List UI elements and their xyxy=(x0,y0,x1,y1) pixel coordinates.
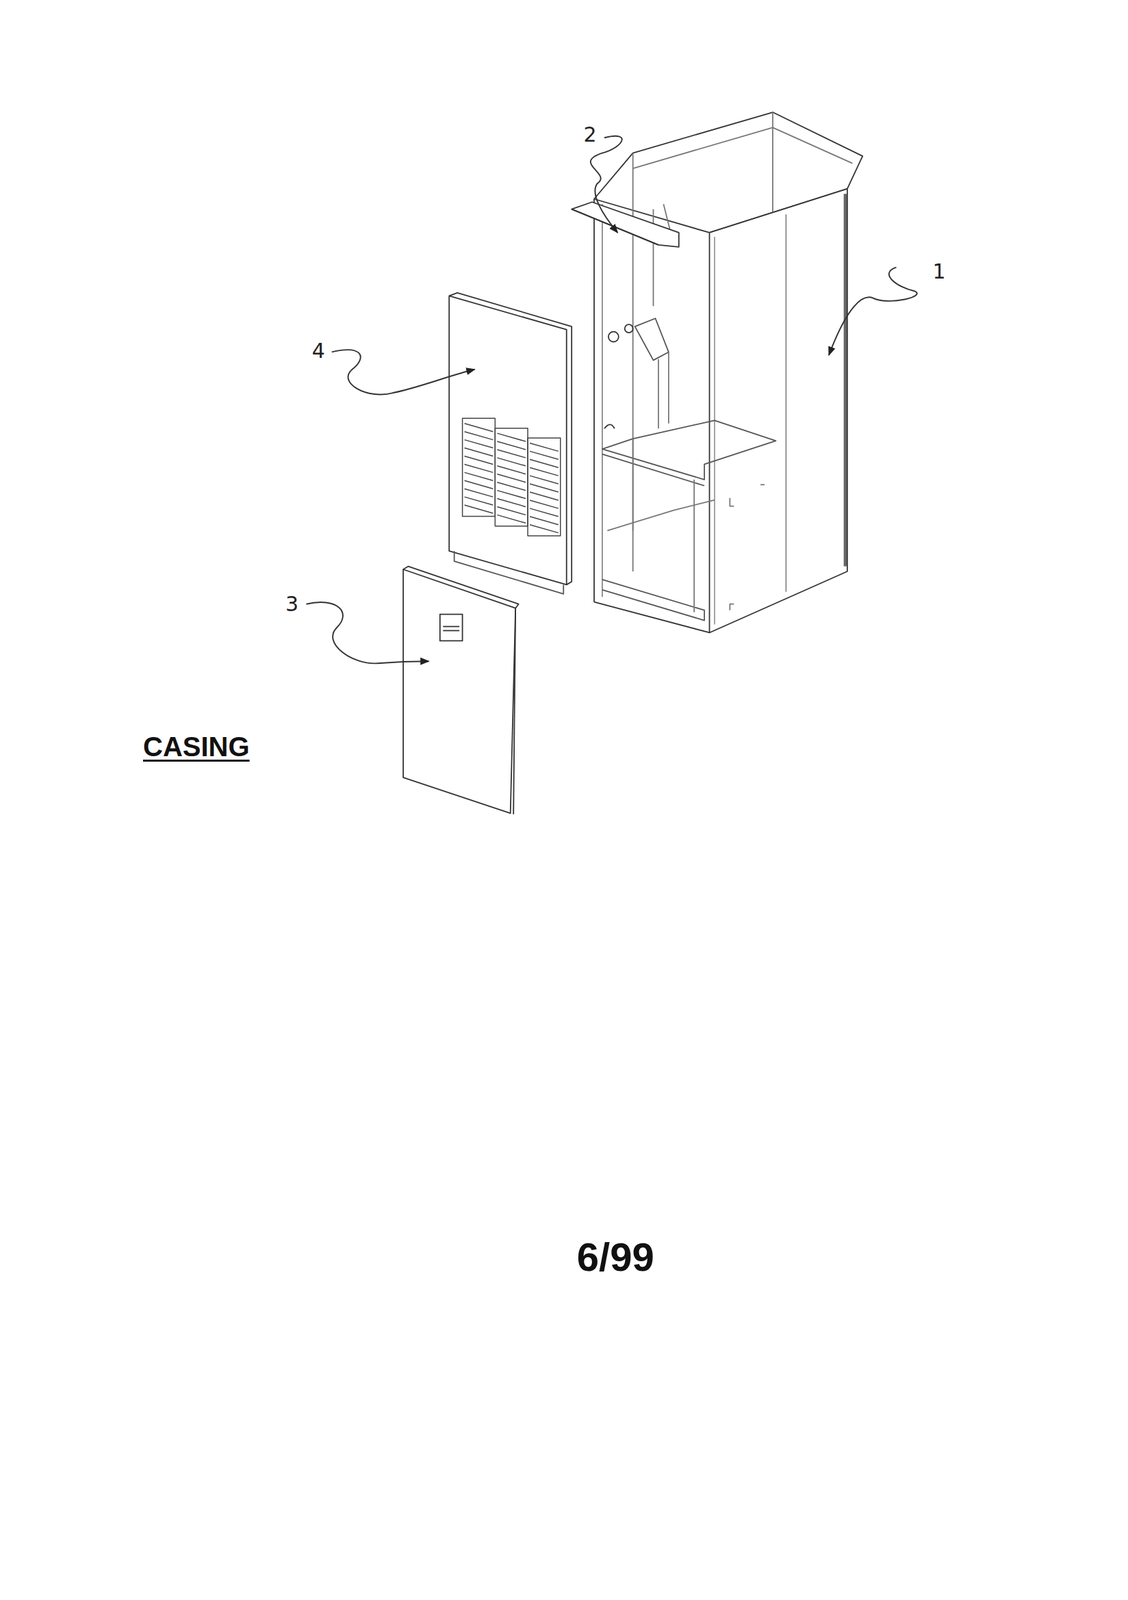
top-bracket xyxy=(571,201,679,248)
callout-number: 1 xyxy=(932,261,946,282)
revision-date: 6/99 xyxy=(577,1237,655,1278)
callout-number: 3 xyxy=(285,594,299,615)
cabinet xyxy=(594,112,863,633)
lower-door-panel xyxy=(403,566,519,815)
callout-number: 2 xyxy=(583,124,597,146)
title: CASING xyxy=(143,733,250,761)
callout-number: 4 xyxy=(312,340,326,362)
leader-lines xyxy=(305,136,917,664)
upper-door-panel xyxy=(449,292,572,595)
